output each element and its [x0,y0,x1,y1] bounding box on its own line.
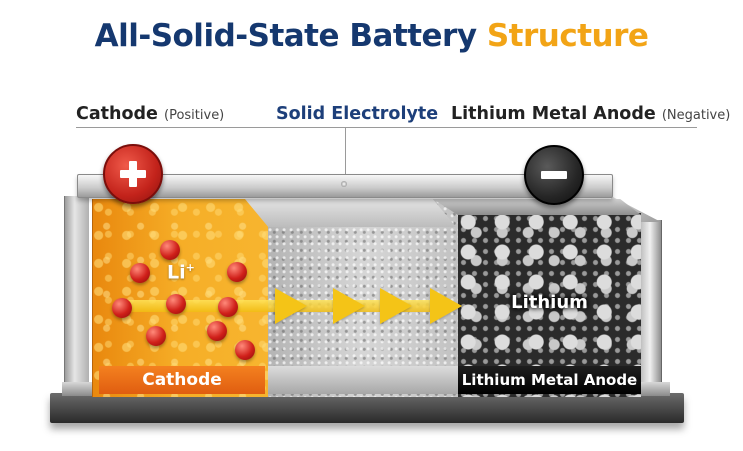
header-divider [76,127,697,128]
cathode-label-bar: Cathode [99,366,265,394]
lithium-ion [146,326,166,346]
lithium-anode-top-face [433,199,641,215]
lithium-material-label: Lithium [511,292,588,313]
lithium-ion [166,294,186,314]
lithium-ion-charge: + [185,261,195,274]
anode-label: Lithium Metal Anode [461,371,638,389]
ion-flow-arrow-icon [275,288,307,324]
solid-electrolyte-base-bar [268,366,458,394]
anode-header-polarity: (Negative) [661,108,731,123]
title-accent: Structure [486,18,649,54]
lithium-ion-label: Li+ [167,261,195,283]
lithium-ion [207,321,227,341]
battery-left-wall [64,196,89,382]
anode-header: Lithium Metal Anode (Negative) [451,104,730,124]
cathode-header: Cathode (Positive) [76,104,224,124]
cap-screw-icon [341,181,347,187]
lithium-ion [218,297,238,317]
lithium-ion [235,340,255,360]
diagram-title: All-Solid-State Battery Structure [0,18,743,54]
cathode-label: Cathode [142,370,222,390]
anode-header-name: Lithium Metal Anode [451,104,656,124]
lithium-ion [112,298,132,318]
solid-electrolyte-top-face [245,199,456,227]
ion-flow-arrow-icon [380,288,412,324]
ion-flow-arrow-icon [333,288,365,324]
battery-right-wall [641,220,662,382]
lithium-ion [160,240,180,260]
plus-icon [120,161,146,187]
cathode-header-polarity: (Positive) [164,108,225,123]
title-main: All-Solid-State Battery [94,18,477,54]
minus-icon [541,171,567,179]
lithium-ion-symbol: Li [167,261,186,284]
ion-flow-arrow-icon [430,288,462,324]
positive-terminal [103,144,163,204]
anode-label-bar: Lithium Metal Anode [458,366,641,394]
lithium-ion [130,263,150,283]
negative-terminal [524,145,584,205]
electrolyte-leader-line [345,127,346,179]
electrolyte-header: Solid Electrolyte [276,104,439,124]
battery-base [50,393,684,423]
cathode-header-name: Cathode [76,104,158,124]
lithium-ion [227,262,247,282]
